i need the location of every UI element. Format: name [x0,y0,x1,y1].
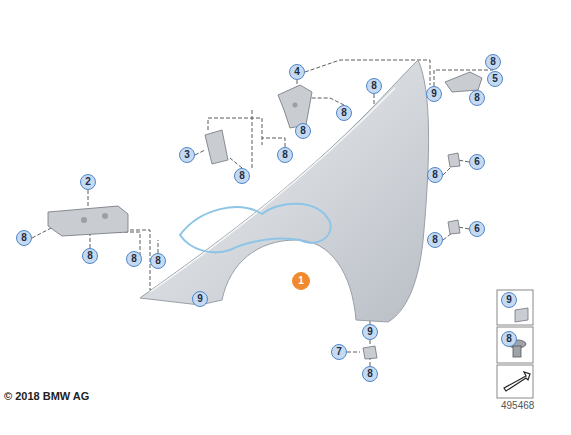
copyright-note: © 2018 BMW AG [4,390,89,402]
callout-number: 8 [82,248,98,264]
callout-text: 8 [282,150,288,160]
callout-text: 8 [341,108,347,118]
callout-number: 8 [362,366,378,382]
callout-number: 8 [126,251,142,267]
callout-text: 8 [239,171,245,181]
callout-number: 3 [179,147,195,163]
callout-text: 9 [431,89,437,99]
callout-text: 8 [155,256,161,266]
callout-number: 8 [427,232,443,248]
callout-number: 8 [469,90,485,106]
callout-text: 9 [197,294,203,304]
callout-text: 3 [184,150,190,160]
callout-text: 5 [492,74,498,84]
callout-number: 8 [366,78,382,94]
callout-text: 7 [336,347,342,357]
callout-text: 8 [474,93,480,103]
callout-number: 9 [426,86,442,102]
callout-text: 4 [294,67,300,77]
callout-number: 8 [427,167,443,183]
callout-text: 8 [87,251,93,261]
callout-number: 8 [234,168,250,184]
callout-text: 8 [131,254,137,264]
callout-text: 1 [298,276,304,286]
callout-text: 8 [21,233,27,243]
callout-number: 9 [501,292,517,308]
callout-number: 9 [192,291,208,307]
callout-number: 2 [80,174,96,190]
callout-number: 8 [336,105,352,121]
callout-text: 8 [300,126,306,136]
callout-number: 9 [362,324,378,340]
callout-number: 8 [277,147,293,163]
callout-number: 5 [487,71,503,87]
callout-number: 4 [289,64,305,80]
callout-number: 7 [331,344,347,360]
callout-text: 8 [432,235,438,245]
callout-text: 8 [432,170,438,180]
callout-number: 6 [469,154,485,170]
callout-text: 8 [371,81,377,91]
callout-number: 8 [295,123,311,139]
callout-text: 9 [506,295,512,305]
callout-text: 6 [474,224,480,234]
callout-number: 8 [16,230,32,246]
callout-text: 8 [490,57,496,67]
callout-text: 6 [474,157,480,167]
diagram-number: 495468 [501,400,534,411]
callout-text: 8 [367,369,373,379]
callout-number: 8 [501,331,517,347]
callout-text: 2 [85,177,91,187]
callout-text: 9 [367,327,373,337]
callout-text: 8 [506,334,512,344]
callout-number: 1 [292,272,310,290]
callout-number: 6 [469,221,485,237]
callout-number: 8 [150,253,166,269]
callout-number: 8 [485,54,501,70]
